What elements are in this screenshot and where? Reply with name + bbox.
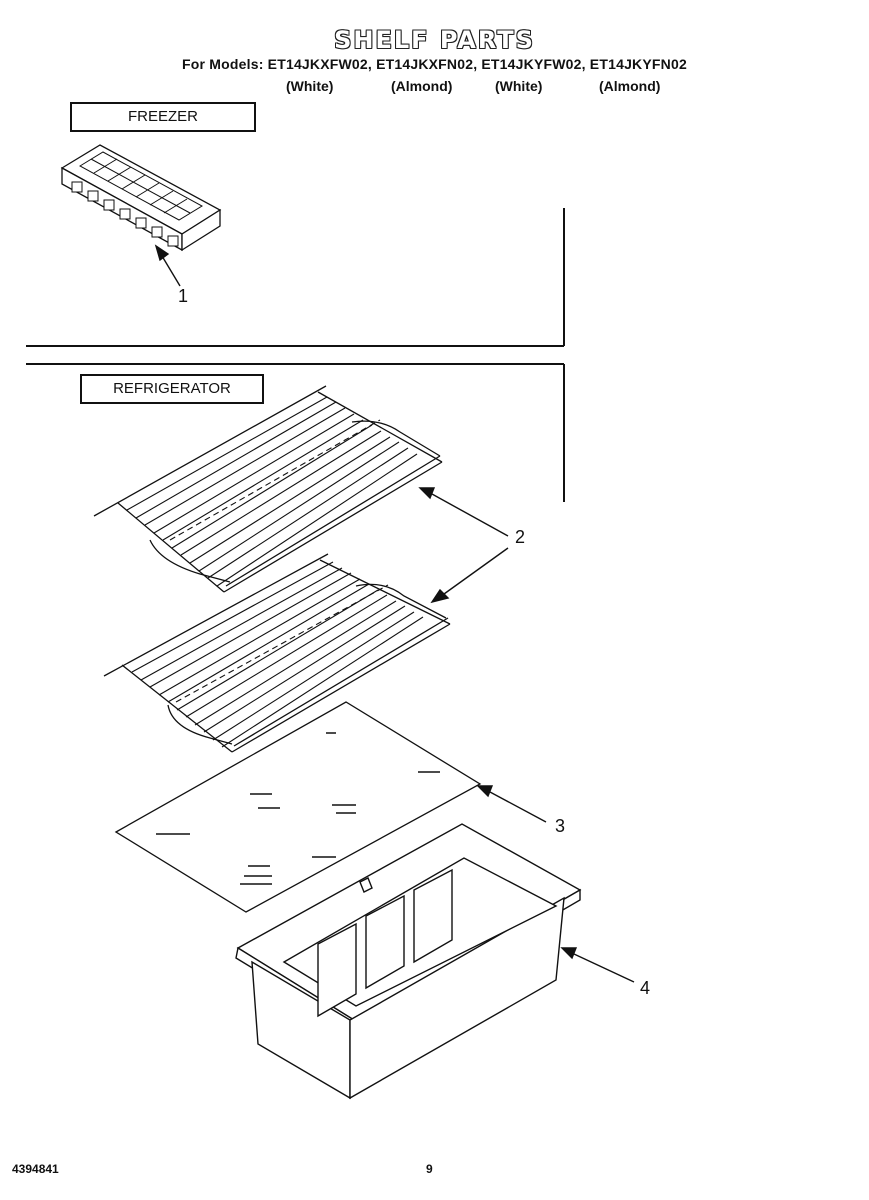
callout-3: 3 <box>555 816 566 836</box>
leader-line-4 <box>573 953 635 983</box>
crisper-pan-icon <box>235 823 582 1100</box>
arrowhead-1 <box>154 244 170 262</box>
section-label-refrigerator: REFRIGERATOR <box>80 374 264 404</box>
arrowhead-3 <box>476 785 494 798</box>
page-number: 9 <box>426 1162 433 1176</box>
arrowhead-2b <box>430 588 450 604</box>
models-line: For Models: ET14JKXFW02, ET14JKXFN02, ET… <box>182 56 687 72</box>
page-title: SHELF PARTS <box>334 26 535 54</box>
leader-line-1 <box>161 255 181 287</box>
wire-shelf-icon <box>93 385 443 593</box>
arrowhead-2a <box>418 487 436 500</box>
section-dividers <box>26 208 565 502</box>
leader-line-2b <box>443 547 509 595</box>
ice-tray-icon <box>60 144 222 252</box>
leader-line-2a <box>431 493 509 537</box>
callout-4: 4 <box>640 978 651 998</box>
arrowhead-4 <box>560 947 578 960</box>
leader-line-3 <box>489 791 547 823</box>
document-number: 4394841 <box>12 1162 59 1176</box>
section-label-freezer: FREEZER <box>70 102 256 132</box>
model-color-2: (Almond) <box>391 78 453 94</box>
callout-1: 1 <box>178 286 189 306</box>
model-color-3: (White) <box>495 78 543 94</box>
callout-2: 2 <box>515 527 526 547</box>
wire-shelf-icon <box>103 553 451 753</box>
glass-cover-icon <box>114 701 482 913</box>
model-color-4: (Almond) <box>599 78 661 94</box>
model-color-1: (White) <box>286 78 334 94</box>
